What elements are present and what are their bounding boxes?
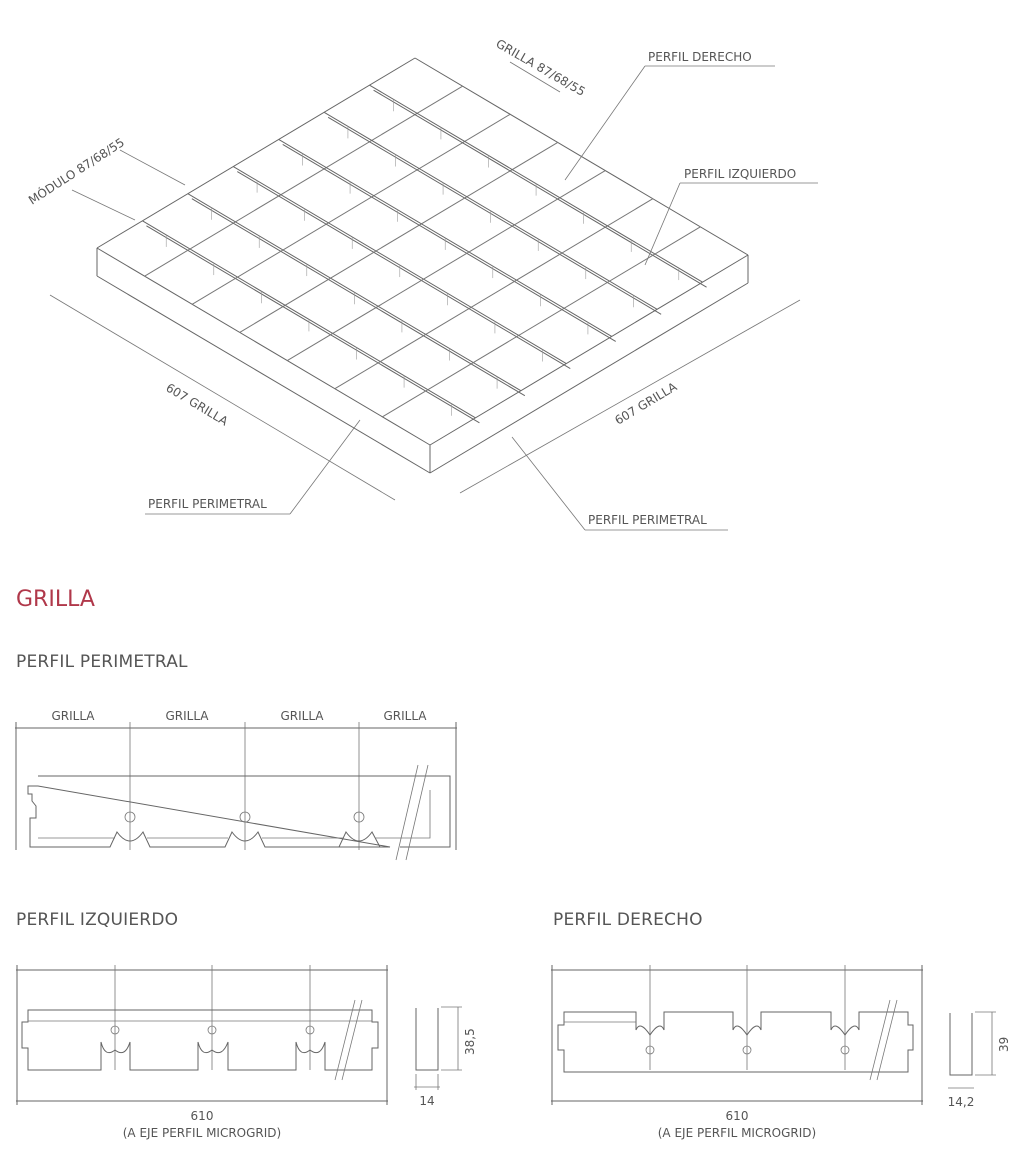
grid-line xyxy=(191,113,511,305)
label-perfil-izquierdo: PERFIL IZQUIERDO xyxy=(684,167,796,181)
grid-line xyxy=(96,57,416,249)
grid-line xyxy=(282,143,616,342)
grid-line xyxy=(429,282,749,474)
grid-line xyxy=(96,275,431,474)
grid-line xyxy=(96,247,431,446)
perimetral-segment-2: GRILLA xyxy=(165,709,209,723)
label-dim-left: 607 GRILLA xyxy=(163,381,231,429)
izquierdo-height: 38,5 xyxy=(463,1028,477,1055)
label-grilla-module: GRILLA 87/68/55 xyxy=(494,36,588,98)
grid-line xyxy=(327,116,662,315)
label-perimetral-right: PERFIL PERIMETRAL xyxy=(588,513,707,527)
grid-line xyxy=(146,225,480,424)
izquierdo-length-note: (A EJE PERFIL MICROGRID) xyxy=(123,1126,281,1140)
label-dim-right: 607 GRILLA xyxy=(612,379,680,427)
izquierdo-heading: PERFIL IZQUIERDO xyxy=(16,910,179,930)
section-title: GRILLA xyxy=(16,587,95,612)
perimetral-segment-3: GRILLA xyxy=(280,709,324,723)
grid-line xyxy=(429,254,749,446)
grid-line xyxy=(334,198,654,390)
derecho-width: 14,2 xyxy=(948,1095,975,1109)
grid-line xyxy=(382,226,701,418)
grid-line xyxy=(278,138,612,337)
perimetral-profile-drawing xyxy=(15,722,457,861)
derecho-length: 610 xyxy=(726,1109,749,1123)
grid-line xyxy=(237,171,571,370)
derecho-height: 39 xyxy=(997,1037,1011,1052)
derecho-length-note: (A EJE PERFIL MICROGRID) xyxy=(658,1126,816,1140)
label-perimetral-left: PERFIL PERIMETRAL xyxy=(148,497,267,511)
grid-line xyxy=(144,85,463,277)
derecho-profile-drawing xyxy=(551,965,996,1105)
perimetral-heading: PERFIL PERIMETRAL xyxy=(16,652,188,672)
grid-line xyxy=(239,141,558,333)
derecho-heading: PERFIL DERECHO xyxy=(553,910,703,930)
grid-line xyxy=(191,198,526,397)
perimetral-segment-1: GRILLA xyxy=(51,709,95,723)
label-modulo: MÓDULO 87/68/55 xyxy=(25,134,126,207)
label-perfil-derecho: PERFIL DERECHO xyxy=(648,50,752,64)
grid-line xyxy=(323,111,658,310)
izquierdo-length: 610 xyxy=(191,1109,214,1123)
izquierdo-width: 14 xyxy=(419,1094,434,1108)
grid-line xyxy=(373,89,707,288)
perimetral-segment-4: GRILLA xyxy=(383,709,427,723)
izquierdo-profile-drawing xyxy=(16,965,462,1105)
isometric-grid-drawing xyxy=(96,57,749,474)
grid-line xyxy=(287,170,606,362)
